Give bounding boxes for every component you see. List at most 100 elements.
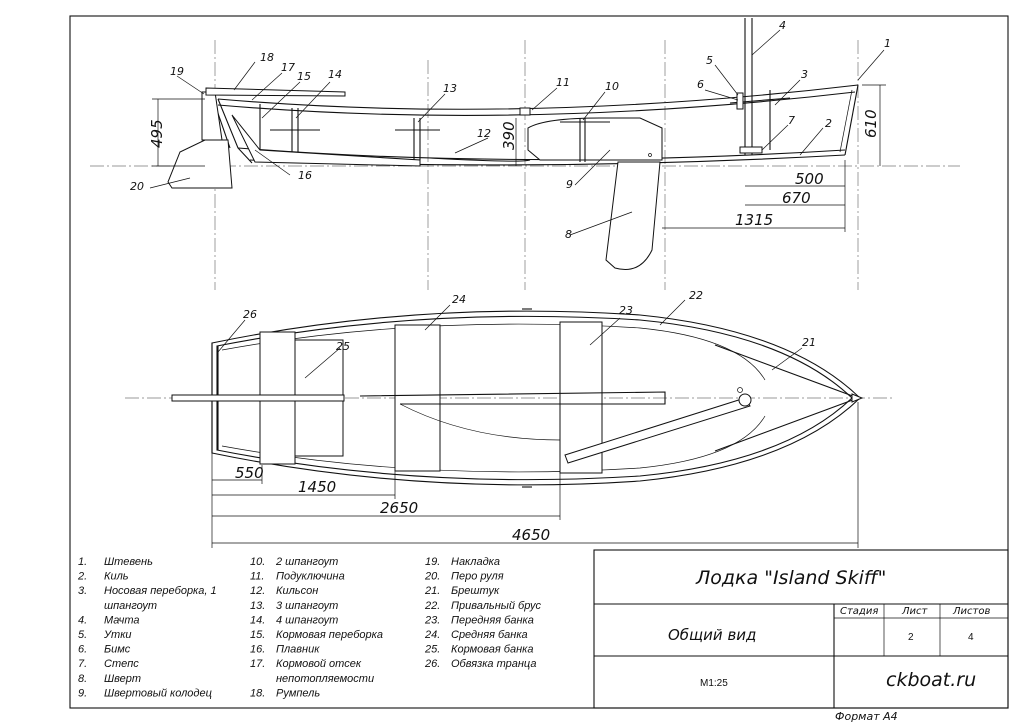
dim-670: 670 (782, 189, 811, 207)
callout-6: 6 (697, 78, 704, 91)
legend-number: 4. (78, 614, 87, 626)
callout-19: 19 (170, 65, 184, 78)
legend-item: Обвязка транца (451, 658, 536, 670)
stage-header: Стадия (840, 606, 878, 617)
mast-plan (738, 393, 752, 407)
centerboard (605, 161, 661, 270)
callout-25: 25 (336, 340, 350, 353)
plan-view: 26 25 24 23 22 21 550 1450 2650 4650 (125, 289, 895, 548)
middle-thwart-plan (394, 324, 441, 472)
legend-item: Кильсон (276, 585, 318, 597)
legend-number: 13. (250, 600, 265, 612)
legend-number: 22. (424, 600, 440, 612)
stem-inner (839, 89, 853, 153)
legend-number: 11. (250, 571, 264, 583)
dim-550: 550 (235, 464, 264, 482)
legend-item: Швертовый колодец (104, 687, 212, 699)
centerboard-swing (399, 403, 561, 441)
legend-number: 20. (424, 571, 440, 583)
legend-item: 3 шпангоут (276, 600, 338, 612)
legend-number: 12. (250, 585, 265, 597)
legend-number: 17. (250, 658, 265, 670)
keelson (429, 157, 531, 162)
legend-item: Кормовая банка (451, 644, 533, 656)
legend-number: 24. (424, 629, 440, 641)
callout-13: 13 (443, 82, 457, 95)
legend-number: 10. (250, 556, 265, 568)
callout-2: 2 (825, 117, 832, 130)
callout-14: 14 (328, 68, 342, 81)
dim-1315: 1315 (735, 211, 773, 229)
callout-15: 15 (297, 70, 311, 83)
legend-number: 14. (250, 614, 265, 626)
callout-17: 17 (281, 61, 295, 74)
legend-item: 4 шпангоут (276, 614, 338, 626)
sheets-header: Листов (952, 606, 990, 617)
title-block: Лодка "Island Skiff" Общий вид Стадия Ли… (593, 549, 1009, 709)
legend-number: 3. (78, 585, 87, 597)
stem (844, 84, 859, 156)
legend-number: 19. (425, 556, 440, 568)
dim-610: 610 (862, 109, 880, 138)
callout-9: 9 (566, 178, 573, 191)
callout-20: 20 (130, 180, 144, 193)
dim-495: 495 (148, 119, 166, 148)
callout-21: 21 (802, 336, 816, 349)
rudder-blade (167, 139, 233, 189)
tiller (205, 87, 346, 97)
callout-1: 1 (884, 37, 891, 50)
legend-item: Носовая переборка, 1 (104, 585, 217, 597)
callout-11: 11 (556, 76, 570, 89)
callout-5: 5 (706, 54, 713, 67)
dim-2650: 2650 (380, 499, 418, 517)
legend-item: Мачта (104, 614, 140, 626)
legend-number: 21. (424, 585, 440, 597)
legend-item: Брештук (451, 585, 500, 597)
legend-number: 16. (250, 644, 265, 656)
view-name: Общий вид (668, 626, 756, 644)
legend-item: Шверт (104, 673, 141, 685)
legend-item: Штевень (104, 556, 153, 568)
stem-plan (851, 393, 864, 403)
site-name: ckboat.ru (886, 669, 976, 691)
callout-12: 12 (477, 127, 491, 140)
legend-item: Кормовая переборка (276, 629, 383, 641)
tiller-plan (171, 394, 345, 402)
legend-number: 2. (77, 571, 87, 583)
legend-item: Утки (103, 629, 132, 641)
dim-390: 390 (500, 121, 518, 150)
callout-18: 18 (260, 51, 274, 64)
legend-item: Накладка (451, 556, 500, 568)
legend-item: 2 шпангоут (275, 556, 338, 568)
sheets-total: 4 (968, 632, 974, 643)
legend-item: Подуключина (276, 571, 345, 583)
callout-22: 22 (689, 289, 703, 302)
cleat-plan (737, 387, 743, 393)
legend-item: Кормовой отсек (276, 658, 362, 670)
cleat (736, 92, 744, 110)
legend-number: 9. (78, 687, 87, 699)
legend-number: 5. (78, 629, 87, 641)
legend-number: 25. (424, 644, 440, 656)
legend-item: шпангоут (104, 600, 157, 612)
sheet-header: Лист (901, 606, 929, 617)
callout-8: 8 (565, 228, 572, 241)
legend-item: Румпель (276, 687, 320, 699)
dim-4650: 4650 (512, 526, 550, 544)
legend-number: 18. (250, 687, 265, 699)
callout-10: 10 (605, 80, 619, 93)
sheet-frame (69, 15, 1009, 709)
boom-plan (564, 397, 751, 464)
legend-item: Привальный брус (451, 600, 541, 612)
legend-number: 7. (78, 658, 87, 670)
legend-number: 26. (424, 658, 440, 670)
side-view: 1 2 3 4 5 6 7 8 9 10 11 12 13 14 15 16 1… (90, 18, 960, 290)
callout-26: 26 (243, 308, 257, 321)
dim-1450: 1450 (298, 478, 336, 496)
transom (217, 98, 253, 164)
callout-16: 16 (298, 169, 312, 182)
sheet-number: 2 (908, 632, 914, 643)
scale: М1:25 (700, 678, 728, 689)
